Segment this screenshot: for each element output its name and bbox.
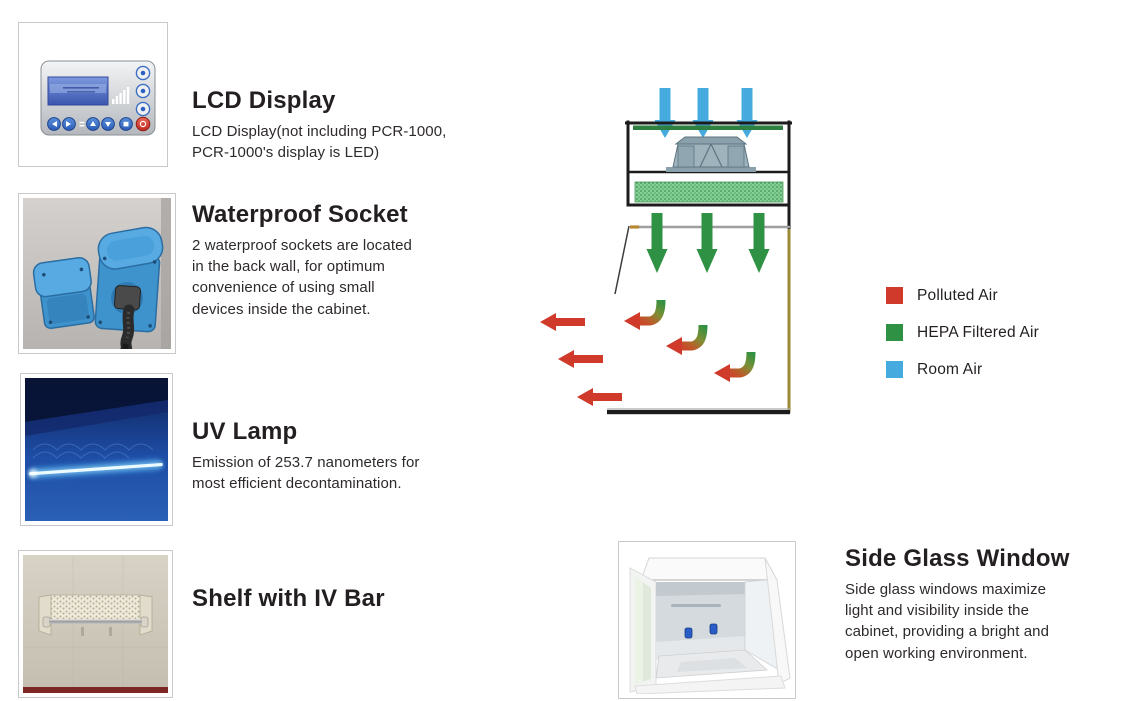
hepa-filter	[634, 181, 784, 203]
uv-lamp-photo	[20, 373, 173, 526]
sockets-illustration	[23, 198, 171, 349]
airflow-legend: Polluted Air HEPA Filtered Air Room Air	[886, 287, 1039, 398]
cabinet-outline	[625, 120, 792, 231]
legend-label: HEPA Filtered Air	[917, 323, 1039, 341]
legend-label: Polluted Air	[917, 286, 998, 304]
feature-description: LCD Display(not including PCR-1000, PCR-…	[192, 122, 447, 162]
airflow-curve-arrows	[624, 299, 756, 382]
feature-title: Side Glass Window	[845, 545, 1070, 572]
polluted-air-swatch	[886, 287, 903, 304]
fan-blower	[666, 136, 756, 172]
feature-side-glass-window: Side Glass Window Side glass windows max…	[845, 545, 1135, 664]
diffuser-gold-tab	[630, 225, 639, 229]
feature-title: Waterproof Socket	[192, 201, 408, 228]
hepa-air-arrows	[646, 213, 770, 273]
work-surface	[607, 408, 790, 415]
feature-title: UV Lamp	[192, 418, 298, 445]
front-sash-line	[614, 225, 630, 295]
feature-waterproof-socket: Waterproof Socket 2 waterproof sockets a…	[192, 201, 532, 320]
cabinet-photo	[618, 541, 796, 699]
shelf-photo	[18, 550, 173, 698]
airflow-diagram-svg	[540, 88, 792, 415]
cabinet-illustration	[623, 546, 791, 694]
lcd-control-panel-photo	[18, 22, 168, 167]
feature-title: LCD Display	[192, 87, 336, 114]
airflow-diagram	[540, 58, 800, 430]
room-air-swatch	[886, 361, 903, 378]
room-air-arrows	[654, 88, 758, 138]
waterproof-sockets-photo	[18, 193, 176, 354]
hepa-filtered-air-swatch	[886, 324, 903, 341]
feature-description: 2 waterproof sockets are located in the …	[192, 236, 412, 318]
feature-description: Side glass windows maximize light and vi…	[845, 580, 1050, 662]
feature-title: Shelf with IV Bar	[192, 585, 385, 612]
lcd-panel-illustration	[23, 27, 163, 162]
pre-filter-strip	[633, 125, 783, 130]
uv-lamp-illustration	[25, 378, 168, 521]
shelf-illustration	[23, 555, 168, 693]
feature-lcd-display: LCD Display LCD Display(not including PC…	[192, 87, 532, 163]
polluted-air-arrows	[540, 313, 622, 406]
feature-shelf-iv-bar: Shelf with IV Bar	[192, 585, 532, 619]
feature-uv-lamp: UV Lamp Emission of 253.7 nanometers for…	[192, 418, 532, 494]
legend-item-hepa-filtered-air: HEPA Filtered Air	[886, 324, 1039, 341]
legend-item-room-air: Room Air	[886, 361, 1039, 378]
legend-label: Room Air	[917, 360, 983, 378]
feature-description: Emission of 253.7 nanometers for most ef…	[192, 453, 420, 493]
legend-item-polluted-air: Polluted Air	[886, 287, 1039, 304]
